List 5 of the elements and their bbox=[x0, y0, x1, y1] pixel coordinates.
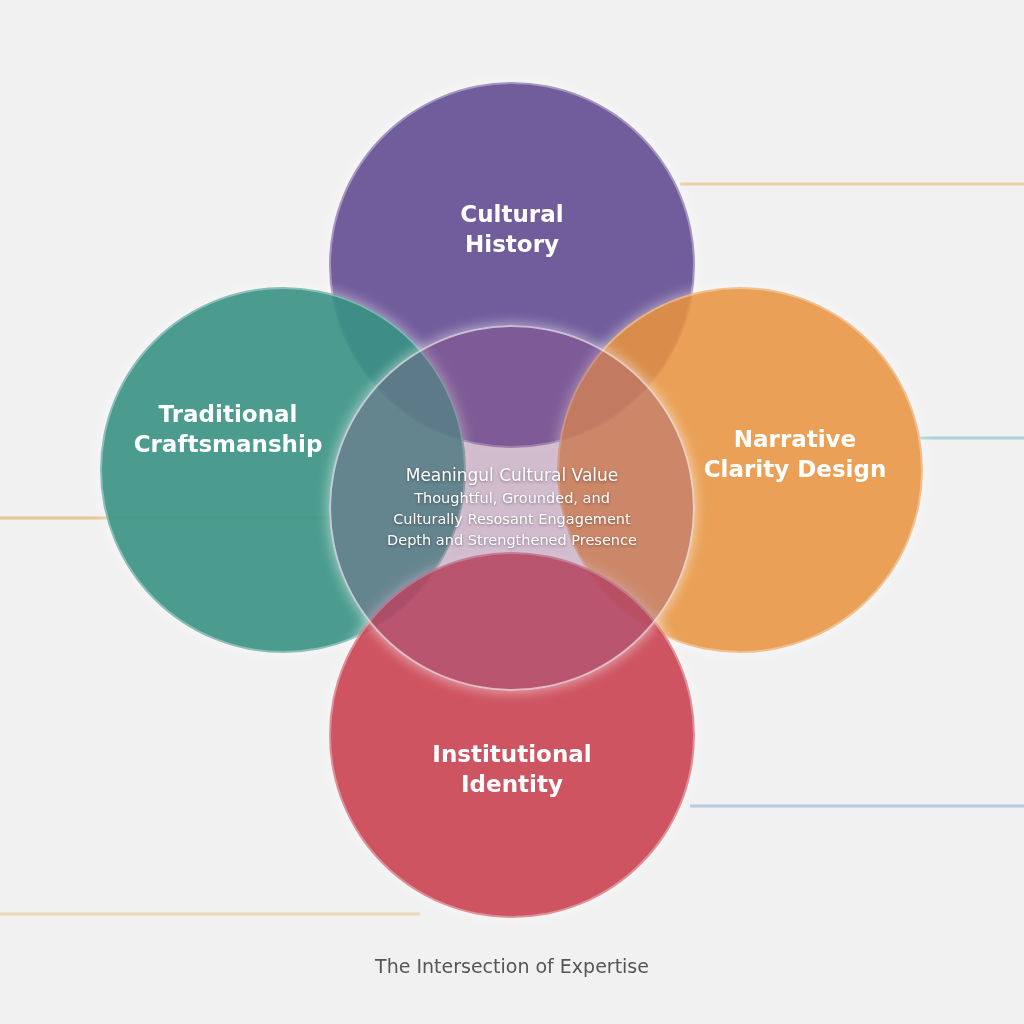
circle-label: Narrative Clarity Design bbox=[702, 425, 888, 484]
circle-label: Institutional Identity bbox=[431, 740, 593, 799]
circle-label: Cultural History bbox=[459, 200, 565, 259]
circle-label: Traditional Craftsmanship bbox=[132, 400, 324, 459]
caption: The Intersection of Expertise bbox=[375, 955, 649, 977]
